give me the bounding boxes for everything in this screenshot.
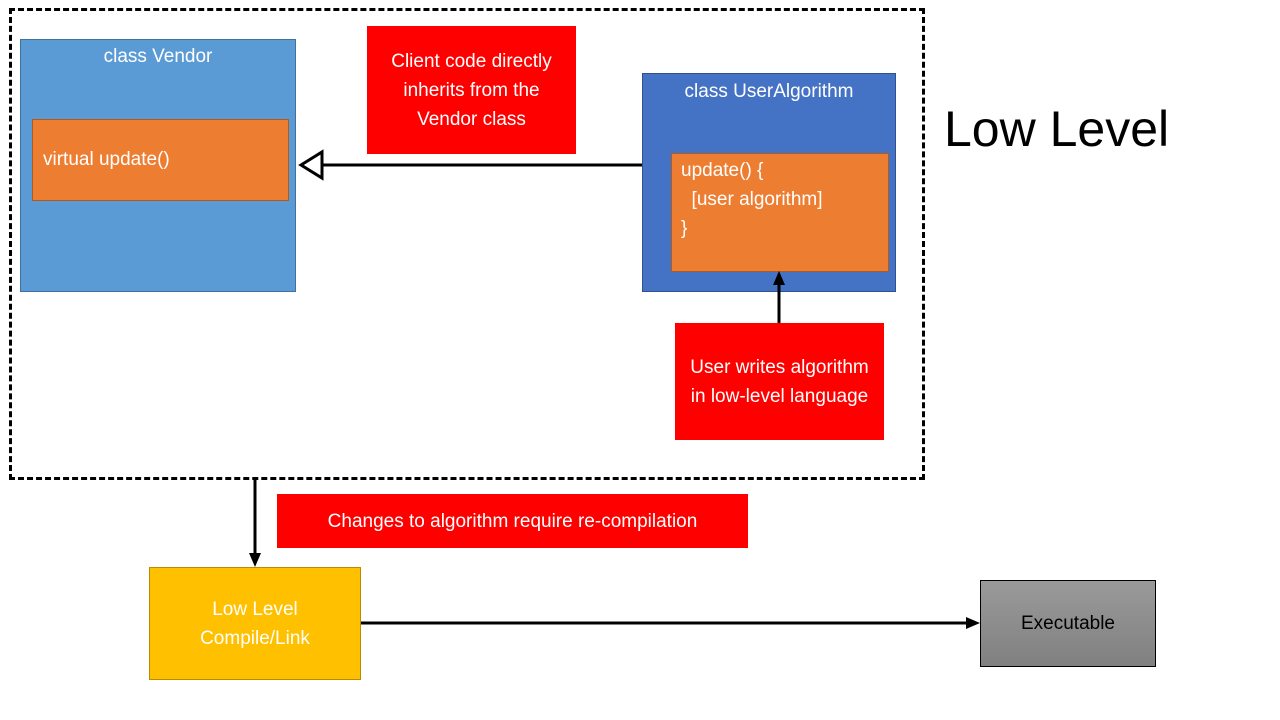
executable-label: Executable xyxy=(1020,612,1115,634)
user-algorithm-code: update() { [user algorithm] } xyxy=(681,160,823,239)
vendor-method-label: virtual update() xyxy=(43,149,170,170)
inherits-note: Client code directly inherits from the V… xyxy=(367,26,576,154)
user-writes-note-text: User writes algorithm in low-level langu… xyxy=(690,356,869,407)
executable-arrow xyxy=(361,617,980,629)
recompile-note: Changes to algorithm require re-compilat… xyxy=(277,494,748,548)
inheritance-arrow xyxy=(298,149,642,181)
user-writes-arrow xyxy=(773,271,785,323)
executable-box: Executable xyxy=(980,580,1156,667)
inherits-note-text: Client code directly inherits from the V… xyxy=(391,50,552,130)
low-level-boundary xyxy=(9,8,925,480)
user-algorithm-method-box: update() { [user algorithm] } xyxy=(671,153,889,272)
compile-link-box: Low Level Compile/Link xyxy=(149,567,361,680)
vendor-class-label: class Vendor xyxy=(103,46,213,67)
user-writes-note: User writes algorithm in low-level langu… xyxy=(675,323,884,440)
vendor-method-box: virtual update() xyxy=(32,119,289,201)
compile-arrow xyxy=(249,480,261,567)
user-algorithm-class-label: class UserAlgorithm xyxy=(684,81,854,102)
recompile-note-text: Changes to algorithm require re-compilat… xyxy=(327,510,698,532)
diagram-title: Low Level xyxy=(944,101,1170,157)
compile-link-label: Low Level Compile/Link xyxy=(200,598,310,649)
